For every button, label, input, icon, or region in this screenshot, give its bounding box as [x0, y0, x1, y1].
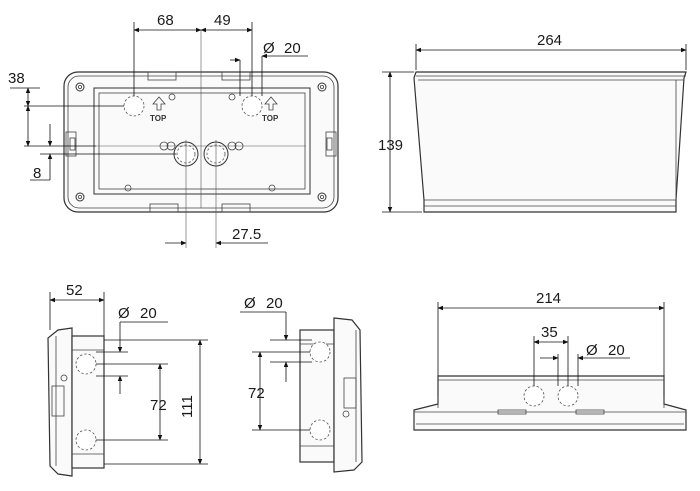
bottom-hole-right — [557, 385, 579, 407]
top-label-left: TOP — [150, 114, 167, 123]
dim-38: 38 — [8, 70, 25, 87]
dim-27-5: 27.5 — [232, 226, 261, 243]
front-view: TOP TOP 68 49 Ø 20 — [8, 12, 339, 248]
diameter-symbol-side: Ø — [118, 305, 130, 322]
dim-dia-20-side2: 20 — [266, 295, 283, 312]
knockout-hole-right — [241, 95, 263, 117]
side-view-right: Ø 20 72 — [240, 295, 363, 473]
dim-111: 111 — [179, 395, 196, 418]
dim-dia-20-front: 20 — [284, 40, 301, 57]
dim-8: 8 — [33, 165, 41, 182]
front-inner-plate — [93, 87, 311, 195]
diameter-symbol-side2: Ø — [244, 295, 256, 312]
dim-35: 35 — [541, 324, 558, 341]
dim-264: 264 — [537, 32, 562, 49]
side2-hole-upper — [309, 341, 331, 363]
top-view: 264 139 — [378, 32, 687, 213]
diameter-symbol-bottom: Ø — [586, 342, 598, 359]
dim-49: 49 — [214, 12, 231, 29]
side-hole-lower — [75, 429, 97, 451]
dim-dia-20-bottom: 20 — [608, 342, 625, 359]
dim-139: 139 — [378, 137, 403, 154]
diameter-symbol-front: Ø — [263, 40, 275, 57]
knockout-hole-left — [123, 95, 145, 117]
corner-screw-icon — [75, 82, 327, 202]
side-view-left: 52 Ø 20 72 111 — [47, 282, 208, 477]
dim-dia-20-side: 20 — [140, 305, 157, 322]
top-arrow-icon — [152, 96, 278, 111]
top-view-body — [413, 71, 687, 213]
dim-72-side2: 72 — [248, 385, 265, 402]
bottom-hole-left — [523, 385, 545, 407]
dim-52: 52 — [66, 282, 83, 299]
dim-214: 214 — [536, 290, 561, 307]
top-label-right: TOP — [262, 114, 279, 123]
side2-hole-lower — [309, 419, 331, 441]
bottom-view: 214 35 Ø 20 — [413, 290, 687, 431]
side-hole-upper — [75, 353, 97, 375]
dim-72-side: 72 — [150, 397, 167, 414]
dim-68: 68 — [157, 12, 174, 29]
